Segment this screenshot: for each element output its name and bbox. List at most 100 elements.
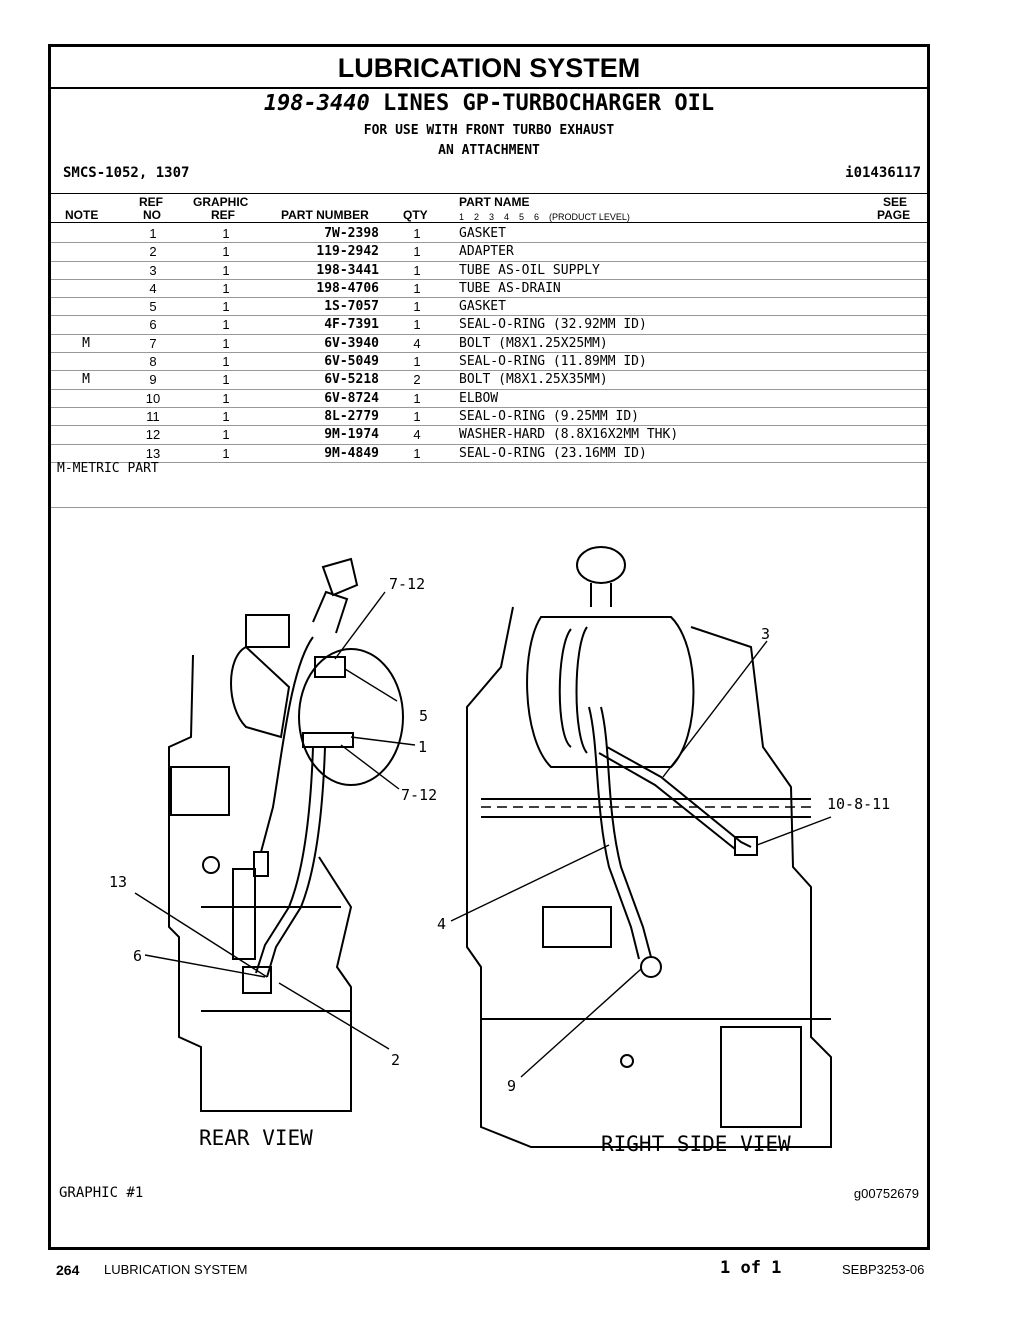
callout-6: 6 (133, 947, 142, 965)
header-qty: QTY (403, 208, 428, 222)
cell-ref: 6 (149, 317, 157, 333)
leader-3 (662, 640, 768, 778)
cell-ref: 9 (149, 372, 157, 388)
callout-3: 3 (761, 625, 770, 643)
footer-section: LUBRICATION SYSTEM (104, 1262, 248, 1277)
cell-graphic: 1 (222, 262, 230, 278)
callout-7-12-bottom: 7-12 (401, 786, 437, 804)
rear-connector (321, 557, 359, 597)
rear-exhaust-elbow (312, 590, 349, 634)
cell-pn: 1S-7057 (324, 299, 379, 315)
parts-page-frame: LUBRICATION SYSTEM 198-3440 LINES GP-TUR… (48, 44, 930, 1250)
group-name: LINES GP-TURBOCHARGER OIL (383, 91, 715, 116)
cell-qty: 4 (413, 335, 421, 351)
table-end-rule (51, 507, 927, 508)
cell-ref: 1 (149, 226, 157, 241)
callout-1: 1 (418, 738, 427, 756)
rear-turbo-inlet (245, 614, 290, 648)
cell-graphic: 1 (222, 317, 230, 333)
cell-ref: 12 (145, 427, 161, 443)
right-drain-tube (600, 706, 652, 958)
metric-footnote: M-METRIC PART (57, 461, 159, 476)
cell-qty: 1 (413, 244, 421, 260)
header-product-levels: 1 2 3 4 5 6 (PRODUCT LEVEL) (459, 212, 630, 222)
leader-2 (278, 982, 390, 1050)
rear-drain-tube (266, 746, 326, 978)
cell-name: TUBE AS-DRAIN (459, 280, 561, 296)
right-supply-tube-inner (598, 752, 736, 850)
rear-turbo-housing (230, 645, 291, 739)
rear-plug (202, 856, 220, 874)
right-filter-base (542, 906, 612, 948)
usage-line-1: FOR USE WITH FRONT TURBO EXHAUST (363, 123, 615, 138)
right-plug (620, 1054, 634, 1068)
usage-line-2: AN ATTACHMENT (438, 143, 540, 158)
rear-drain-tube-inner (255, 746, 314, 974)
header-see-top: SEE (883, 195, 908, 209)
leader-5 (344, 668, 398, 702)
cell-pn: 119-2942 (316, 244, 379, 260)
parts-table-header: NOTE REF NO GRAPHIC REF PART NUMBER QTY … (51, 193, 927, 223)
cell-qty: 1 (413, 262, 421, 278)
cell-ref: 4 (149, 280, 157, 296)
right-oil-pan-panel (720, 1026, 802, 1128)
header-note: NOTE (65, 208, 99, 222)
cell-graphic: 1 (222, 445, 230, 461)
rear-turbo-flange (298, 648, 404, 786)
cell-name: SEAL-O-RING (9.25MM ID) (459, 408, 640, 424)
cell-pn: 6V-8724 (324, 390, 379, 406)
right-drain-port (640, 956, 662, 978)
leader-9 (520, 968, 642, 1078)
cell-pn: 7W-2398 (324, 226, 379, 241)
section-title: LUBRICATION SYSTEM (51, 47, 927, 89)
header-see-bottom: PAGE (877, 208, 911, 222)
right-breather-cap (576, 546, 626, 584)
cell-graphic: 1 (222, 427, 230, 443)
rear-block-panel (232, 868, 256, 960)
rear-bolt-block-top (314, 656, 346, 678)
right-turbo-body (526, 616, 695, 768)
cell-graphic: 1 (222, 390, 230, 406)
callout-5: 5 (419, 707, 428, 725)
cell-pn: 198-4706 (316, 280, 379, 296)
rear-bolt-block-bottom (302, 732, 354, 748)
cell-qty: 4 (413, 427, 421, 443)
right-engine-outline (466, 606, 832, 1148)
cell-name: GASKET (459, 226, 506, 241)
cell-graphic: 1 (222, 335, 230, 351)
cell-name: ELBOW (459, 390, 499, 406)
cell-qty: 2 (413, 372, 421, 388)
cell-name: SEAL-O-RING (32.92MM ID) (459, 317, 647, 333)
leader-1 (350, 736, 416, 746)
cell-ref: 13 (145, 445, 161, 461)
cell-graphic: 1 (222, 372, 230, 388)
cell-graphic: 1 (222, 299, 230, 315)
cell-name: BOLT (M8X1.25X25MM) (459, 335, 608, 351)
cell-name: SEAL-O-RING (11.89MM ID) (459, 354, 647, 370)
cell-name: GASKET (459, 299, 506, 315)
cell-pn: 6V-5218 (324, 372, 379, 388)
right-elbow (734, 836, 758, 856)
illustration-id: i01436117 (845, 165, 921, 181)
cell-pn: 4F-7391 (324, 317, 379, 333)
cell-pn: 8L-2779 (324, 408, 379, 424)
right-side-view-label: RIGHT SIDE VIEW (601, 1132, 791, 1156)
callout-9: 9 (507, 1077, 516, 1095)
rear-view-label: REAR VIEW (199, 1126, 313, 1150)
header-graphic-top: GRAPHIC (193, 195, 249, 209)
smcs-code: SMCS-1052, 1307 (63, 165, 190, 181)
cell-graphic: 1 (222, 408, 230, 424)
callout-13: 13 (109, 873, 127, 891)
graphic-id: g00752679 (853, 1186, 919, 1201)
header-part-name: PART NAME (459, 195, 530, 209)
cell-qty: 1 (413, 226, 421, 241)
